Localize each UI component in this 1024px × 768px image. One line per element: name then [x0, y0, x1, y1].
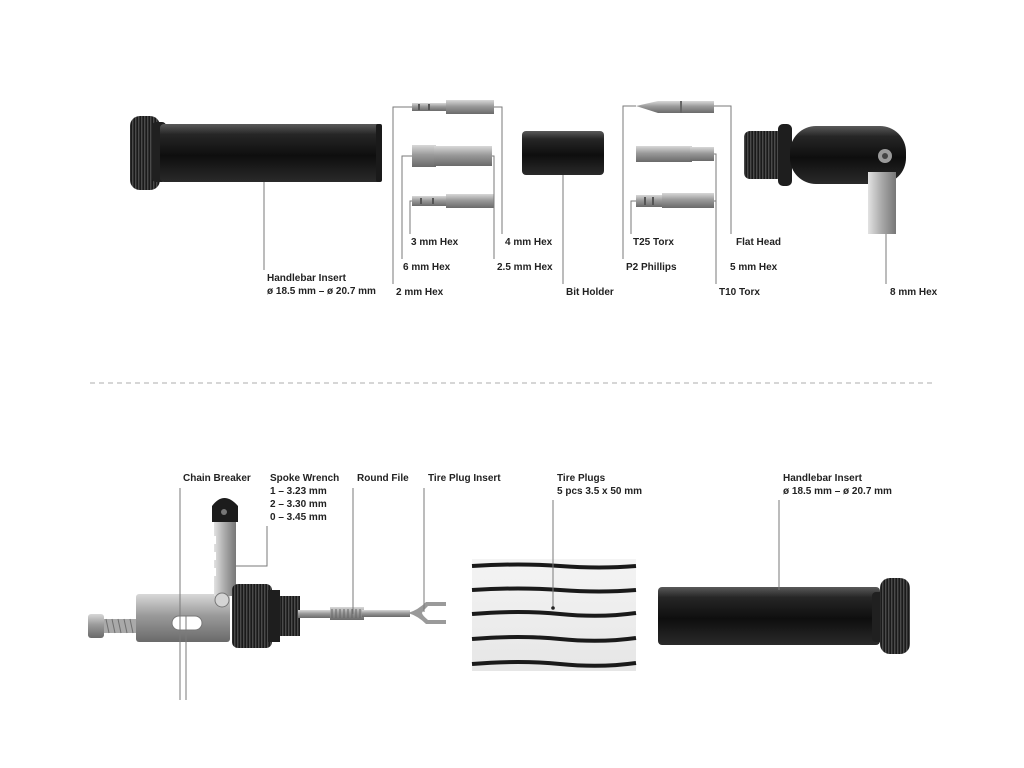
label-handlebar-insert-top: Handlebar Insert ø 18.5 mm – ø 20.7 mm	[267, 272, 376, 298]
label-tire-plugs-spec: 5 pcs 3.5 x 50 mm	[557, 486, 643, 497]
label-6mm-hex: 6 mm Hex	[403, 262, 451, 273]
label-handlebar-insert-top-title: Handlebar Insert	[267, 273, 346, 284]
label-handlebar-insert-top-size: ø 18.5 mm – ø 20.7 mm	[267, 286, 376, 297]
label-tire-plugs-title: Tire Plugs	[557, 473, 606, 484]
label-spoke-wrench-size-2: 2 – 3.30 mm	[270, 499, 327, 510]
bit-5mm-hex	[636, 146, 714, 162]
label-spoke-wrench-size-1: 1 – 3.23 mm	[270, 486, 327, 497]
label-t25-torx: T25 Torx	[633, 237, 674, 248]
label-handlebar-insert-bottom-title: Handlebar Insert	[783, 473, 862, 484]
tire-plugs-panel	[471, 559, 637, 671]
bit-holder	[522, 131, 604, 175]
label-2-5mm-hex: 2.5 mm Hex	[497, 262, 553, 273]
label-4mm-hex: 4 mm Hex	[505, 237, 553, 248]
label-spoke-wrench-size-0: 0 – 3.45 mm	[270, 512, 327, 523]
label-5mm-hex: 5 mm Hex	[730, 262, 778, 273]
label-handlebar-insert-bottom-size: ø 18.5 mm – ø 20.7 mm	[783, 486, 892, 497]
label-spoke-wrench-title: Spoke Wrench	[270, 473, 340, 484]
bit-6mm-hex	[412, 145, 492, 167]
angle-tool-8mm-hex	[744, 124, 906, 234]
chain-breaker	[88, 498, 238, 642]
tire-plugs-pointer-dot	[551, 606, 555, 610]
label-round-file: Round File	[357, 473, 409, 484]
bit-torx	[636, 193, 714, 208]
label-tire-plug-insert: Tire Plug Insert	[428, 473, 501, 484]
bit-flat-head	[636, 101, 714, 113]
label-2mm-hex: 2 mm Hex	[396, 287, 444, 298]
bit-3mm-hex	[412, 194, 494, 208]
handlebar-insert-top	[130, 116, 382, 190]
label-handlebar-insert-bottom: Handlebar Insert ø 18.5 mm – ø 20.7 mm	[783, 472, 892, 498]
label-bit-holder: Bit Holder	[566, 287, 614, 298]
label-t10-torx: T10 Torx	[719, 287, 760, 298]
label-3mm-hex: 3 mm Hex	[411, 237, 459, 248]
top-leader-lines	[263, 105, 887, 284]
label-chain-breaker: Chain Breaker	[183, 473, 251, 484]
bit-4mm-hex	[412, 100, 494, 114]
label-8mm-hex: 8 mm Hex	[890, 287, 938, 298]
label-flat-head: Flat Head	[736, 237, 782, 248]
bottom-leader-lines	[179, 488, 780, 700]
handlebar-insert-bottom	[658, 578, 910, 654]
label-spoke-wrench: Spoke Wrench 1 – 3.23 mm 2 – 3.30 mm 0 –…	[270, 472, 339, 524]
label-tire-plugs: Tire Plugs 5 pcs 3.5 x 50 mm	[557, 472, 642, 498]
label-p2-phillips: P2 Phillips	[626, 262, 677, 273]
tire-plug-insert	[232, 584, 446, 648]
